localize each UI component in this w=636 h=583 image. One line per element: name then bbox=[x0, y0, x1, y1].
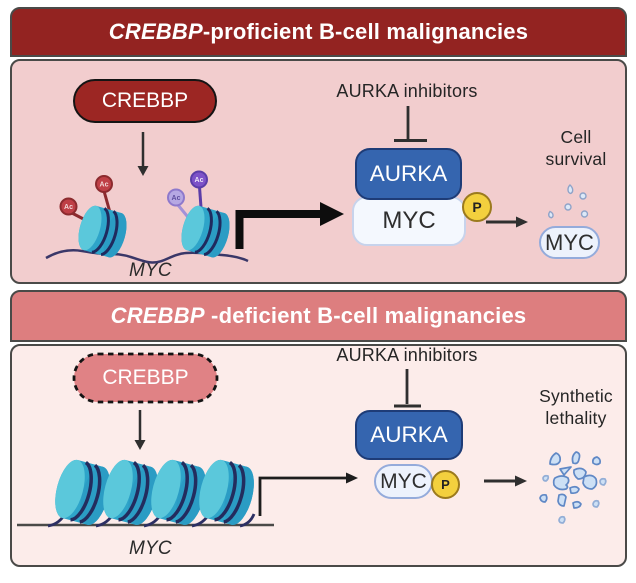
svg-text:Ac: Ac bbox=[100, 182, 109, 189]
svg-text:Ac: Ac bbox=[195, 177, 204, 184]
svg-text:Ac: Ac bbox=[64, 204, 73, 211]
svg-text:Ac: Ac bbox=[172, 195, 181, 202]
